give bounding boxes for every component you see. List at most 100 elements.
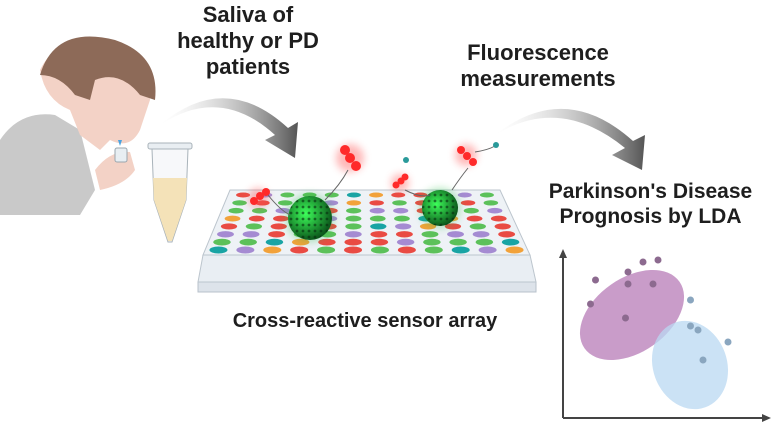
well xyxy=(268,231,286,238)
well xyxy=(232,200,247,206)
well xyxy=(478,246,497,254)
well xyxy=(252,207,268,214)
pd-point xyxy=(592,276,599,284)
pd-point xyxy=(649,280,657,288)
well xyxy=(472,231,490,238)
prognosis-label: Parkinson's Disease Prognosis by LDA xyxy=(530,180,771,230)
well xyxy=(345,215,362,222)
well xyxy=(391,192,406,198)
well xyxy=(395,223,412,230)
array-label: Cross-reactive sensor array xyxy=(232,310,498,332)
well xyxy=(344,238,362,246)
healthy-point xyxy=(694,326,702,334)
pd-point xyxy=(622,314,629,322)
well xyxy=(393,207,409,214)
pd-point xyxy=(654,256,662,264)
person-illustration xyxy=(0,36,156,215)
fluorescence-label: Fluorescence measurements xyxy=(438,40,638,92)
well xyxy=(213,238,231,246)
prognosis-line-2: Prognosis by LDA xyxy=(559,204,742,228)
well xyxy=(369,215,386,222)
well xyxy=(290,246,309,254)
well xyxy=(501,238,520,246)
pd-point xyxy=(624,268,632,276)
well xyxy=(239,238,257,246)
well xyxy=(236,246,255,254)
well xyxy=(277,200,293,206)
well xyxy=(483,200,499,206)
well xyxy=(490,215,507,222)
healthy-cluster xyxy=(651,320,729,410)
well xyxy=(370,238,389,246)
well xyxy=(479,192,494,198)
y-axis-arrow-icon xyxy=(559,249,567,258)
well xyxy=(270,223,287,230)
well xyxy=(236,192,251,198)
x-axis-arrow-icon xyxy=(762,414,771,422)
well xyxy=(369,207,385,214)
well xyxy=(220,223,238,230)
well xyxy=(396,238,415,246)
healthy-point xyxy=(687,322,694,330)
well xyxy=(242,231,260,238)
well xyxy=(224,215,241,222)
nanoparticle-large xyxy=(286,194,334,242)
well xyxy=(466,215,483,222)
saliva-line-3: patients xyxy=(205,53,291,79)
well xyxy=(370,231,388,238)
well xyxy=(395,231,413,238)
well xyxy=(346,200,362,206)
prognosis-line-1: Parkinson's Disease xyxy=(548,180,753,203)
well xyxy=(505,246,524,254)
well xyxy=(265,238,284,246)
well xyxy=(487,207,503,214)
well xyxy=(344,246,363,254)
dye-molecules xyxy=(248,142,499,216)
well xyxy=(447,231,464,238)
well xyxy=(209,246,228,254)
well xyxy=(392,200,407,206)
well xyxy=(397,246,416,254)
well xyxy=(423,238,441,246)
nanoparticle-small xyxy=(420,188,460,228)
well xyxy=(273,215,289,222)
lda-scatter-plot xyxy=(559,249,771,422)
healthy-point xyxy=(687,296,694,304)
well xyxy=(463,207,479,214)
well xyxy=(421,231,439,238)
well xyxy=(494,223,511,230)
well xyxy=(469,223,486,230)
well xyxy=(498,231,516,238)
pd-point xyxy=(587,300,594,308)
healthy-point xyxy=(699,356,707,364)
well xyxy=(451,246,470,254)
arrow-to-analysis-icon xyxy=(495,108,645,170)
well xyxy=(457,192,472,198)
fluorescence-line-1: Fluorescence xyxy=(467,40,609,65)
sensor-array-plate xyxy=(197,189,537,293)
well xyxy=(228,207,244,214)
saliva-label: Saliva of healthy or PD patients xyxy=(148,2,348,80)
well xyxy=(317,246,336,254)
saliva-line-2: healthy or PD xyxy=(177,27,319,53)
well xyxy=(460,200,476,206)
healthy-point xyxy=(724,338,732,346)
well xyxy=(346,192,361,198)
pd-point xyxy=(639,258,647,266)
well xyxy=(280,192,295,198)
well xyxy=(424,246,443,254)
saliva-line-1: Saliva of xyxy=(202,2,294,27)
well xyxy=(369,192,384,198)
well xyxy=(369,200,384,206)
well xyxy=(248,215,265,222)
well xyxy=(475,238,494,246)
sample-tube-icon xyxy=(147,142,193,243)
pd-point xyxy=(624,280,632,288)
well xyxy=(370,223,387,230)
well xyxy=(263,246,282,254)
arrow-to-array-icon xyxy=(160,98,298,158)
well xyxy=(449,238,467,246)
well xyxy=(394,215,410,222)
well xyxy=(344,231,362,238)
